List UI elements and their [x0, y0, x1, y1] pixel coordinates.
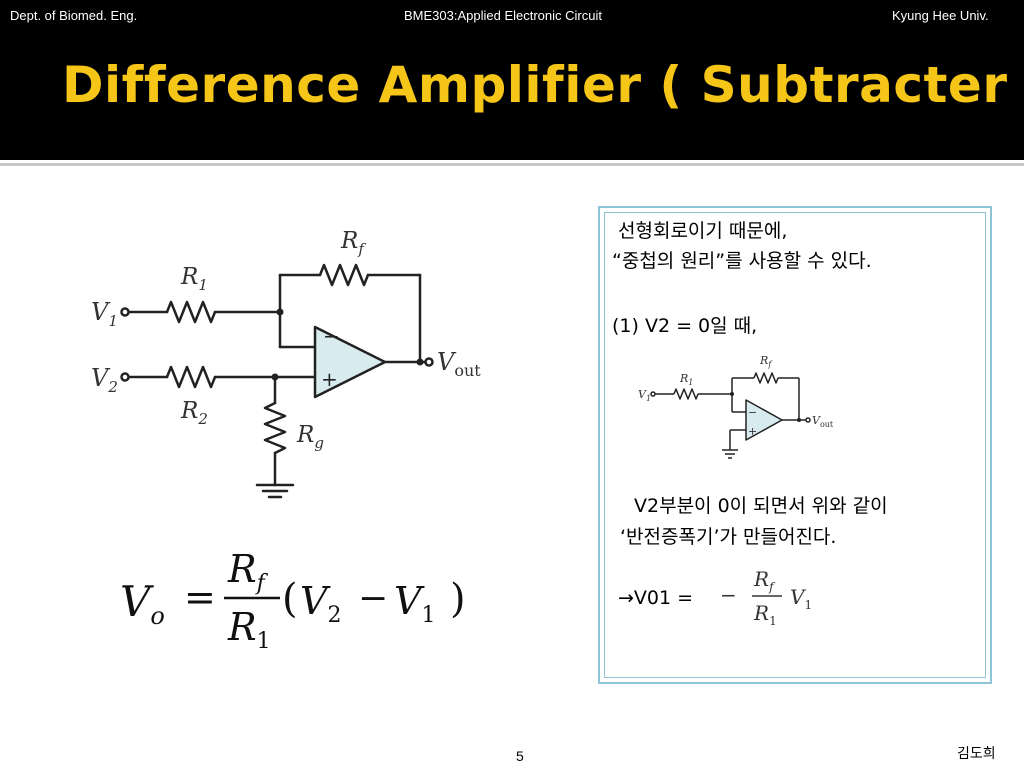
- formula-numerator: Rf: [227, 548, 269, 596]
- university-label: Kyung Hee Univ.: [892, 8, 989, 23]
- rf-resistor: [318, 263, 370, 287]
- op-amp: [313, 325, 387, 399]
- box-line-3: V2부분이 0이 되면서 위와 같이: [634, 495, 888, 517]
- formula-v2: V2: [300, 579, 341, 628]
- slide-header: Dept. of Biomed. Eng. BME303:Applied Ele…: [0, 0, 1024, 160]
- mini-minus-terminal: −: [748, 406, 757, 419]
- vout-label: Vout: [437, 348, 481, 380]
- v2-label: V2: [91, 364, 118, 396]
- v1-label: V1: [91, 298, 118, 330]
- rg-label: Rg: [296, 422, 324, 452]
- difference-amplifier-circuit: − + V1 V2 R1 R2 Rf Rg Vout: [91, 228, 481, 499]
- header-divider: [0, 163, 1024, 166]
- formula-equals: =: [184, 575, 216, 619]
- explanation-box: [598, 206, 992, 684]
- r2-label: R2: [180, 398, 208, 428]
- course-label: BME303:Applied Electronic Circuit: [404, 8, 602, 23]
- box-line-1: 선형회로이기 때문에,: [618, 220, 788, 242]
- box-line-4: ‘반전증폭기’가 만들어진다.: [620, 526, 837, 548]
- formula-minus: −: [358, 578, 388, 619]
- r1-label: R1: [180, 264, 208, 294]
- result-label: →V01 =: [618, 587, 694, 609]
- author-name: 김도희: [957, 746, 996, 762]
- r1-resistor: [165, 300, 217, 324]
- rf-label: Rf: [340, 228, 366, 258]
- difference-amplifier-formula: Vo = Rf R1 ( V2 − V1 ): [120, 548, 466, 654]
- formula-open-paren: (: [282, 576, 298, 622]
- dept-label: Dept. of Biomed. Eng.: [10, 8, 138, 23]
- plus-terminal: +: [321, 367, 338, 391]
- mini-formula-denominator: R1: [753, 601, 777, 628]
- formula-denominator: R1: [227, 605, 271, 654]
- mini-rf-label: Rf: [759, 354, 773, 369]
- mini-formula-numerator: Rf: [753, 567, 776, 594]
- slide-title: Difference Amplifier ( Subtracter ): [62, 56, 1024, 114]
- mini-v1-label: V1: [638, 388, 651, 403]
- box-line-2: “중첩의 원리”를 사용할 수 있다.: [612, 250, 872, 272]
- mini-vout-label: Vout: [812, 414, 834, 429]
- formula-close-paren: ): [450, 576, 466, 622]
- inverting-gain-formula: − Rf R1 V1: [720, 567, 812, 628]
- page-number: 5: [516, 748, 524, 764]
- mini-plus-terminal: +: [748, 425, 757, 438]
- case-label: (1) V2 = 0일 때,: [612, 315, 758, 337]
- rg-resistor: [263, 401, 287, 455]
- minus-terminal: −: [323, 324, 340, 348]
- formula-v1: V1: [394, 579, 435, 628]
- r2-resistor: [165, 365, 217, 389]
- mini-formula-sign: −: [720, 583, 737, 607]
- mini-r1-label: R1: [679, 372, 693, 387]
- formula-lhs: Vo: [120, 577, 165, 630]
- mini-formula-variable: V1: [790, 585, 812, 612]
- inverting-amplifier-circuit: − + V1 R1 Rf Vout: [638, 354, 834, 459]
